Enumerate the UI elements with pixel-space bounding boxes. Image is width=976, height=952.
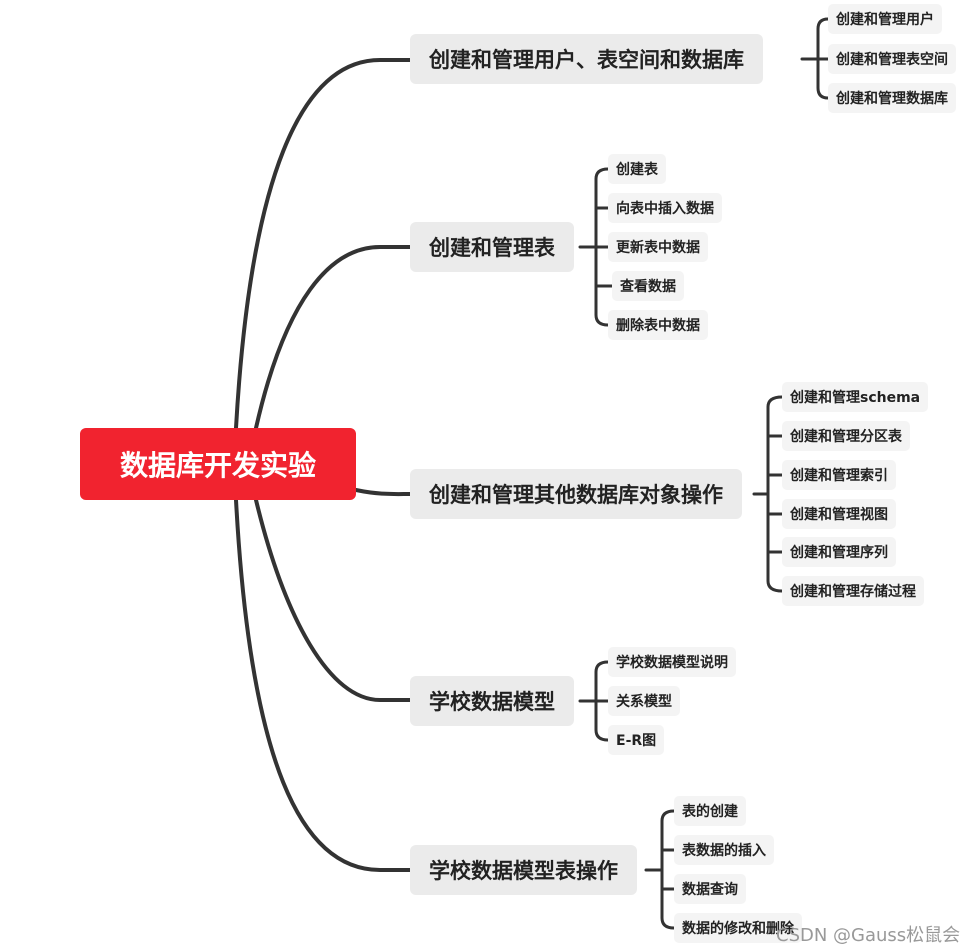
leaf-node[interactable]: 查看数据 [612,271,684,301]
leaf-node[interactable]: 创建和管理视图 [782,499,896,529]
connector-branch-5-spine [660,809,676,930]
leaf-node[interactable]: 表的创建 [674,796,746,826]
branch-node-school-model-tables[interactable]: 学校数据模型表操作 [410,845,637,895]
branch-node-tables[interactable]: 创建和管理表 [410,222,574,272]
leaf-node[interactable]: 创建和管理索引 [782,460,896,490]
watermark: CSDN @Gauss松鼠会 [776,925,961,946]
branch-node-users-tablespaces[interactable]: 创建和管理用户、表空间和数据库 [410,34,763,84]
connector-root-branch-4 [254,498,412,702]
connector-branch-3-spine [766,395,784,593]
branch-node-other-objects[interactable]: 创建和管理其他数据库对象操作 [410,469,742,519]
leaf-node[interactable]: 更新表中数据 [608,232,708,262]
leaf-node[interactable]: 创建和管理分区表 [782,421,910,451]
leaf-node[interactable]: 创建表 [608,154,666,184]
leaf-node[interactable]: 创建和管理schema [782,382,929,412]
leaf-node[interactable]: 删除表中数据 [608,310,708,340]
connector-root-branch-2 [254,245,412,430]
branch-node-school-model[interactable]: 学校数据模型 [410,676,574,726]
connector-root-branch-1 [234,58,412,430]
connector-root-branch-3 [354,488,412,497]
connector-root-branch-5 [234,498,412,872]
leaf-node[interactable]: 创建和管理用户 [828,4,942,34]
leaf-node[interactable]: 关系模型 [608,686,680,716]
leaf-node[interactable]: 表数据的插入 [674,835,774,865]
leaf-node[interactable]: 数据查询 [674,874,746,904]
leaf-node[interactable]: 创建和管理数据库 [828,83,956,113]
leaf-node[interactable]: 创建和管理存储过程 [782,576,924,606]
leaf-node[interactable]: 创建和管理序列 [782,537,896,567]
leaf-node[interactable]: 向表中插入数据 [608,193,722,223]
leaf-node[interactable]: 创建和管理表空间 [828,44,956,74]
leaf-node[interactable]: 数据的修改和删除 [674,913,802,943]
root-node[interactable]: 数据库开发实验 [80,428,356,500]
leaf-node[interactable]: 学校数据模型说明 [608,647,736,677]
leaf-node[interactable]: E-R图 [608,725,665,755]
